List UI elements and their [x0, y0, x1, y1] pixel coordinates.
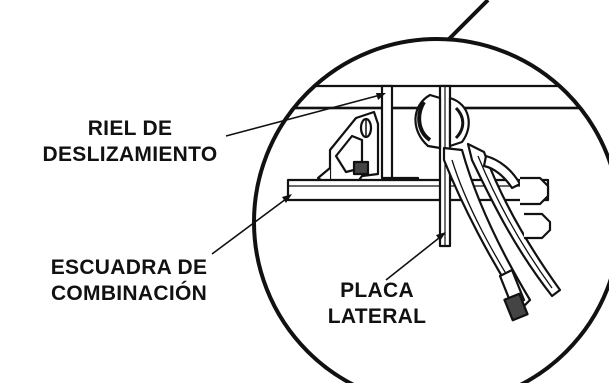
label-combination-square-line2: COMBINACIÓN — [50, 282, 208, 305]
square-lock-knob — [352, 160, 370, 176]
label-slide-rail-line1: RIEL DE — [87, 117, 173, 140]
pliers-handle-upper — [442, 146, 532, 310]
label-side-plate-line2: LATERAL — [327, 305, 427, 328]
spring-clip — [520, 176, 550, 206]
label-combination-square-line1: ESCUADRA DE — [50, 256, 208, 279]
label-combination-square: ESCUADRA DE COMBINACIÓN — [16, 255, 242, 307]
pliers-release-lever — [482, 154, 522, 190]
leader-side-plate — [385, 233, 445, 281]
leader-combination-square — [211, 195, 291, 255]
magnified-detail — [254, 84, 609, 322]
leader-slide-rail — [225, 93, 385, 137]
label-slide-rail: RIEL DE DESLIZAMIENTO — [30, 116, 230, 168]
label-slide-rail-line2: DESLIZAMIENTO — [42, 143, 218, 166]
pliers-lower-jaw — [448, 96, 470, 148]
pliers-handle-lower — [466, 142, 562, 298]
magnifier-pointer-line — [446, 0, 490, 42]
label-side-plate: PLACA LATERAL — [318, 278, 436, 330]
label-side-plate-line1: PLACA — [340, 279, 414, 302]
